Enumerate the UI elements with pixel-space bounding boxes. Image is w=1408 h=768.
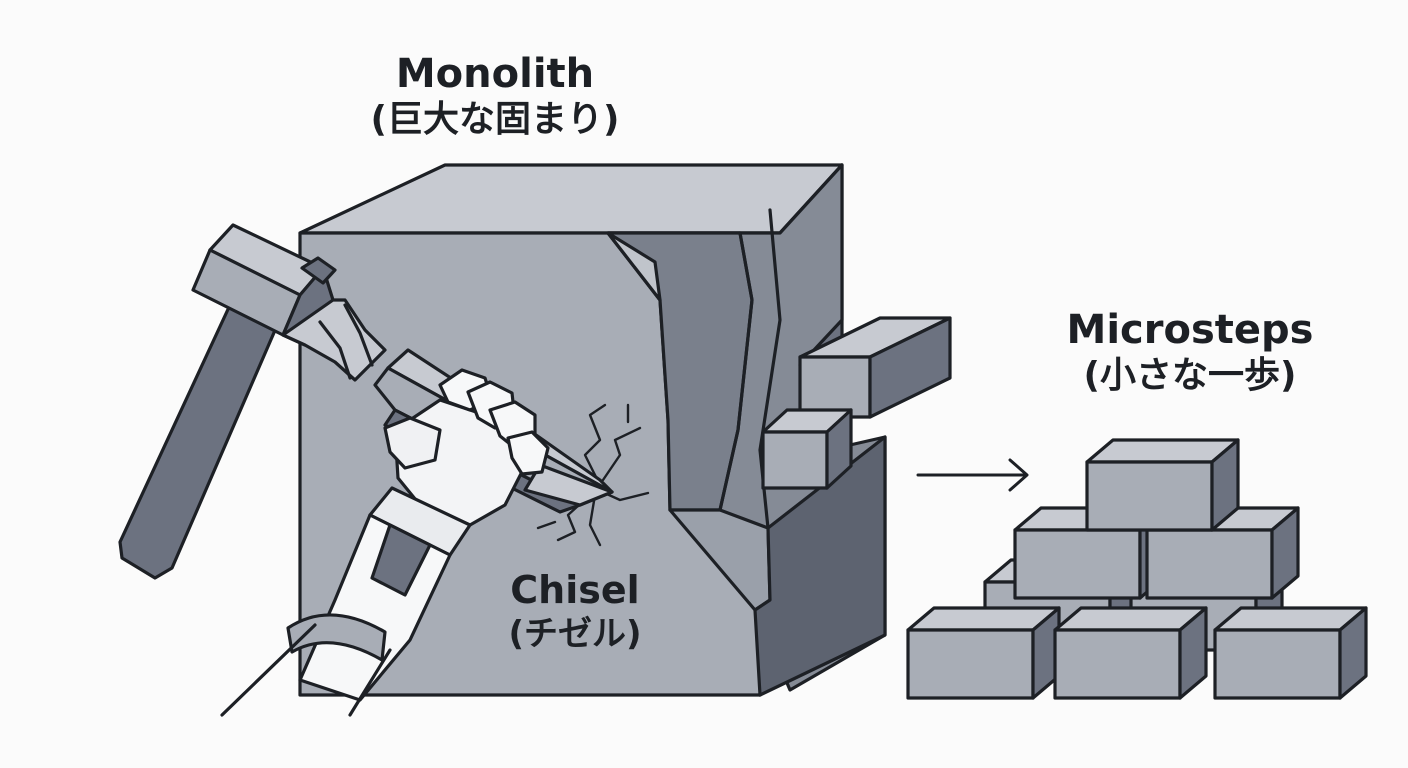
monolith-label: Monolith (巨大な固まり) [300,50,690,141]
monolith-title: Monolith [395,51,595,97]
hammer-cap [300,256,337,285]
arrow-right-icon [916,458,1029,492]
chisel-title: Chisel [510,568,640,612]
hammer-icon [118,223,387,580]
arm-line-right [348,648,392,717]
microsteps-title: Microsteps [1066,307,1314,353]
glove-finger-4 [506,430,550,476]
monolith-lower-side [753,435,887,697]
monolith-broken-facet-2 [606,231,662,302]
chisel-label: Chisel (チゼル) [455,568,695,654]
brick [1085,438,1240,532]
brick [906,606,1061,700]
chisel-tip [523,463,614,507]
hand-icon [368,368,550,557]
microsteps-subtitle: (小さな一歩) [1083,355,1297,396]
arm-sleeve [220,513,452,717]
hammer-handle [118,303,278,580]
sleeve-band [370,523,432,597]
falling-chunk-lower [761,408,853,490]
brick [1053,606,1208,700]
falling-chunk-upper [798,316,952,419]
monolith-top-face [298,163,844,235]
monolith-subtitle: (巨大な固まり) [370,99,620,140]
glove-thumb [383,416,442,470]
brick [1213,606,1368,700]
chisel-subtitle: (チゼル) [508,613,642,654]
arm-line-left [220,623,317,717]
monolith-crack-edge [718,231,754,512]
microsteps-label: Microsteps (小さな一歩) [1030,306,1350,397]
hammer-face-ring [318,320,352,380]
microsteps-brick-stack [906,438,1368,700]
hammer-face-ring-2 [343,303,374,367]
